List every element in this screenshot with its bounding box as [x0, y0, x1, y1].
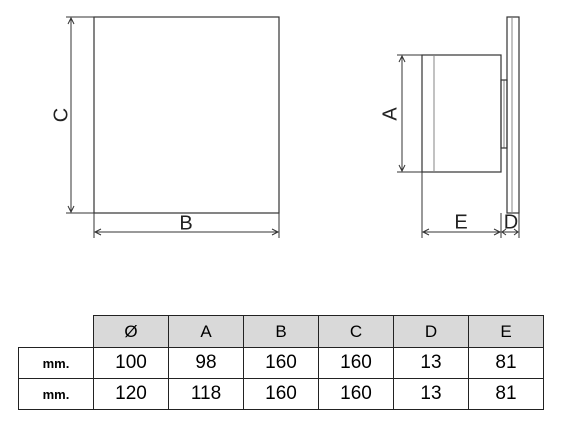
cell-d: 13: [393, 378, 469, 410]
side-view-faceplate: [506, 16, 520, 214]
front-view-panel: [93, 16, 280, 214]
cell-diameter: 120: [93, 378, 169, 410]
dimension-e: [421, 172, 502, 238]
cell-a: 118: [168, 378, 244, 410]
technical-drawing: C B A E D: [50, 16, 520, 238]
dimension-b-label: B: [179, 212, 192, 234]
cell-c: 160: [318, 378, 394, 410]
header-c: C: [318, 315, 394, 348]
side-view: [421, 16, 520, 214]
table-corner: [18, 315, 94, 348]
dimension-e-label: E: [454, 211, 467, 233]
dimension-b: [93, 213, 280, 238]
row-unit: mm.: [18, 347, 94, 379]
dimension-d: [501, 213, 520, 238]
header-diameter: Ø: [93, 315, 169, 348]
cell-c: 160: [318, 347, 394, 379]
cell-e: 81: [468, 347, 544, 379]
cell-diameter: 100: [93, 347, 169, 379]
header-d: D: [393, 315, 469, 348]
cell-d: 13: [393, 347, 469, 379]
dimension-a: [397, 54, 422, 173]
dimension-a-label: A: [379, 107, 401, 121]
dimensions-table: Ø A B C D E mm. 100 98 160 160 13 81 mm.…: [18, 315, 544, 410]
header-a: A: [168, 315, 244, 348]
table-header-row: Ø A B C D E: [18, 315, 544, 348]
table-row: mm. 120 118 160 160 13 81: [18, 378, 544, 410]
dimension-c-label: C: [50, 108, 72, 122]
cell-b: 160: [243, 347, 319, 379]
header-e: E: [468, 315, 544, 348]
dimension-d-label: D: [504, 211, 518, 233]
header-b: B: [243, 315, 319, 348]
table-row: mm. 100 98 160 160 13 81: [18, 347, 544, 379]
cell-b: 160: [243, 378, 319, 410]
cell-e: 81: [468, 378, 544, 410]
dimension-c: [66, 16, 94, 214]
row-unit: mm.: [18, 378, 94, 410]
cell-a: 98: [168, 347, 244, 379]
